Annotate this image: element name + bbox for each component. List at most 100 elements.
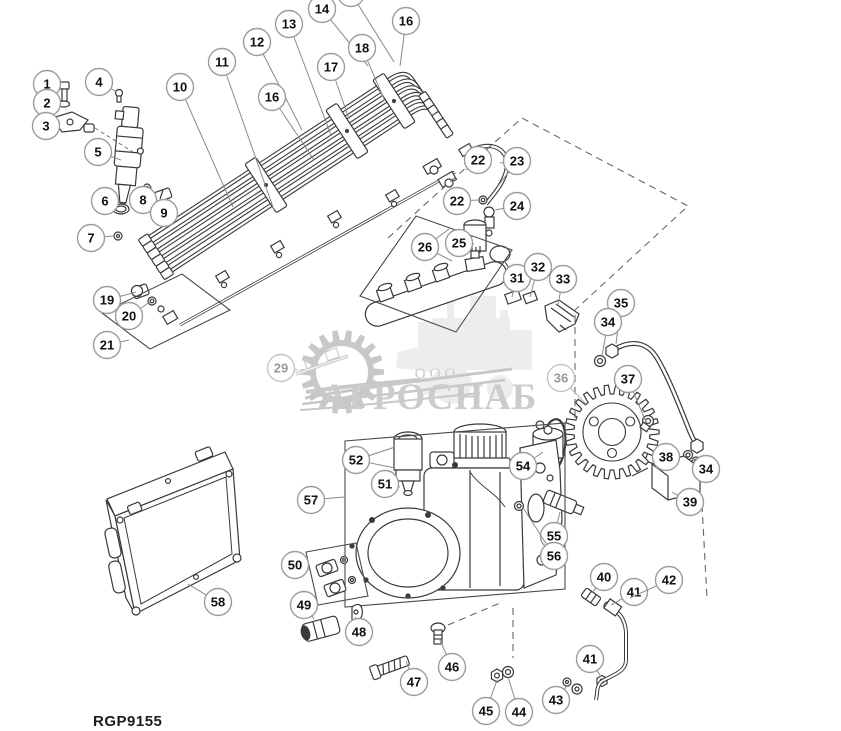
callout-34: 34: [691, 454, 721, 484]
watermark: ООО АГРОСНАБ: [299, 296, 538, 418]
svg-text:37: 37: [621, 372, 635, 387]
svg-text:19: 19: [100, 293, 114, 308]
bolt-56: [513, 500, 525, 512]
callout-9: 9: [149, 198, 179, 228]
bottom-fittings: [300, 542, 628, 701]
svg-text:7: 7: [87, 231, 94, 246]
callout-7: 7: [76, 223, 114, 253]
svg-text:29: 29: [274, 361, 288, 376]
callout-23: 23: [497, 146, 532, 187]
callout-43: 43: [541, 685, 571, 715]
svg-text:31: 31: [510, 271, 524, 286]
leak-off-line: [100, 170, 456, 350]
injector-body: [113, 105, 144, 212]
callout-55: 55: [539, 511, 569, 551]
callout-41: 41: [610, 577, 649, 607]
injection-pump: [344, 422, 585, 608]
watermark-company-name: АГРОСНАБ: [321, 377, 538, 418]
svg-text:32: 32: [531, 260, 545, 275]
drive-gear: [564, 384, 660, 480]
callout-52: 52: [341, 445, 396, 475]
callout-22: 22: [442, 186, 480, 216]
svg-text:57: 57: [304, 493, 318, 508]
callout-32: 32: [523, 252, 553, 298]
svg-text:34: 34: [601, 315, 616, 330]
svg-text:24: 24: [510, 199, 525, 214]
gear-bolt-37: [639, 414, 655, 433]
callout-36: 36: [546, 363, 587, 405]
detail-box-50: [305, 542, 369, 606]
svg-text:22: 22: [450, 194, 464, 209]
detail-box-57: [344, 422, 566, 608]
callout-47: 47: [399, 660, 429, 697]
projection-lines: [94, 117, 708, 658]
svg-text:20: 20: [122, 309, 136, 324]
callout-8: 8: [128, 185, 158, 215]
svg-text:12: 12: [250, 35, 264, 50]
svg-text:5: 5: [94, 145, 101, 160]
callout-20: 20: [114, 301, 151, 331]
svg-text:52: 52: [349, 453, 363, 468]
callout-21: 21: [92, 330, 130, 360]
svg-text:6: 6: [101, 194, 108, 209]
svg-text:39: 39: [683, 495, 697, 510]
watermark-company-prefix: ООО: [415, 366, 460, 382]
svg-text:1: 1: [43, 77, 50, 92]
callout-24: 24: [494, 191, 532, 221]
callout-12: 12: [242, 27, 303, 131]
svg-text:25: 25: [452, 236, 466, 251]
callout-3: 3: [31, 111, 61, 141]
svg-text:10: 10: [173, 80, 187, 95]
callout-50: 50: [280, 550, 311, 580]
valve-55: [542, 489, 585, 516]
svg-text:16: 16: [399, 14, 413, 29]
svg-text:51: 51: [378, 477, 392, 492]
callout-29: 29: [266, 353, 299, 383]
callout-19: 19: [92, 285, 137, 315]
svg-text:50: 50: [288, 558, 302, 573]
callout-46: 46: [437, 637, 467, 682]
svg-text:35: 35: [614, 296, 628, 311]
callout-58: 58: [187, 583, 233, 617]
callout-25: 25: [444, 228, 475, 258]
svg-text:13: 13: [282, 17, 296, 32]
callout-37: 37: [613, 364, 647, 423]
callout-45: 45: [471, 679, 501, 726]
fuel-return-hose: [422, 142, 510, 237]
svg-text:4: 4: [95, 75, 103, 90]
svg-text:48: 48: [352, 625, 366, 640]
svg-text:42: 42: [662, 573, 676, 588]
detail-box-26: [359, 215, 513, 333]
callout-26: 26: [410, 228, 453, 262]
svg-text:14: 14: [315, 2, 330, 17]
return-pipe-42: [594, 598, 628, 701]
svg-text:54: 54: [516, 459, 531, 474]
pipe-nut-top: [605, 343, 619, 359]
svg-text:23: 23: [510, 154, 524, 169]
callout-49: 49: [289, 590, 319, 620]
injection-lines-bundle: [138, 71, 454, 280]
svg-text:49: 49: [297, 598, 311, 613]
svg-text:22: 22: [471, 153, 485, 168]
svg-text:33: 33: [556, 272, 570, 287]
bolt-46: [430, 622, 446, 645]
svg-text:41: 41: [583, 652, 597, 667]
callout-5: 5: [83, 137, 122, 167]
callout-13: 13: [274, 9, 332, 136]
callout-10: 10: [165, 72, 234, 208]
callout-48: 48: [344, 616, 374, 647]
callout-56: 56: [521, 505, 569, 571]
callout-22: 22: [463, 145, 493, 175]
pump-body: [355, 423, 564, 599]
ecu-illustration: [104, 446, 242, 616]
svg-text:21: 21: [100, 338, 114, 353]
callout-16: 16: [391, 6, 421, 67]
svg-text:38: 38: [659, 450, 673, 465]
callout-6: 6: [90, 186, 120, 216]
svg-text:26: 26: [418, 240, 432, 255]
bolt-47: [369, 655, 410, 681]
svg-text:45: 45: [479, 704, 493, 719]
banjo-40: [580, 587, 602, 607]
